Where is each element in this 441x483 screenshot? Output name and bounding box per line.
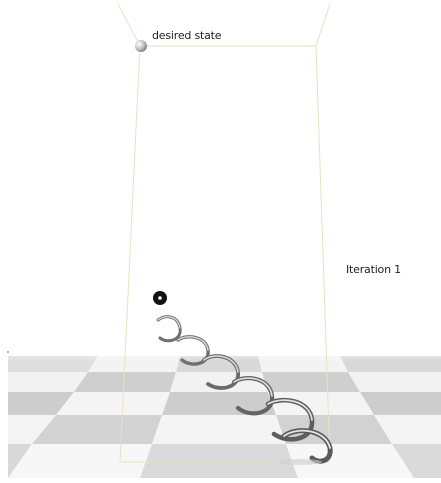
edge-mark bbox=[7, 351, 9, 353]
start-point-marker bbox=[153, 291, 167, 305]
desired-state-sphere bbox=[135, 40, 147, 52]
iteration-label: Iteration 1 bbox=[346, 263, 401, 276]
desired-state-label: desired state bbox=[152, 29, 221, 42]
checkered-floor bbox=[0, 340, 441, 478]
